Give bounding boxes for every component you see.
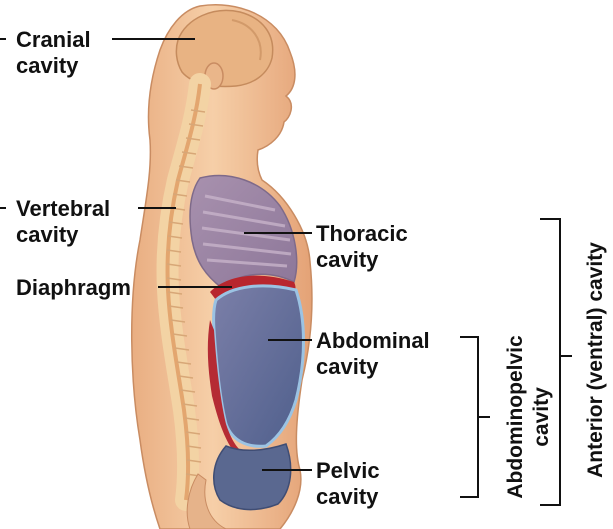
pelvic-label-line2: cavity bbox=[316, 484, 379, 509]
anterior-cavity-label: Anterior (ventral) cavity bbox=[584, 242, 607, 478]
abdominopelvic-label-line2: cavity bbox=[530, 387, 553, 447]
thoracic-label-line2: cavity bbox=[316, 247, 379, 272]
thoracic-cavity-shape bbox=[190, 176, 297, 288]
pelvic-cavity-shape bbox=[214, 444, 291, 510]
vertebral-label-line1: Vertebral bbox=[16, 196, 110, 221]
anterior-bracket bbox=[540, 219, 572, 505]
thoracic-label-line1: Thoracic bbox=[316, 221, 408, 246]
diaphragm-label: Diaphragm bbox=[16, 275, 131, 300]
abdominopelvic-label-line1: Abdominopelvic bbox=[504, 335, 527, 499]
pelvic-label-line1: Pelvic bbox=[316, 458, 380, 483]
cranial-label-line2: cavity bbox=[16, 53, 79, 78]
vertebral-label-line2: cavity bbox=[16, 222, 79, 247]
abdominal-label-line1: Abdominal bbox=[316, 328, 430, 353]
cranial-cavity-shape bbox=[176, 10, 272, 86]
abdominal-label-line2: cavity bbox=[316, 354, 379, 379]
abdominopelvic-bracket bbox=[460, 337, 490, 497]
cranial-label-line1: Cranial bbox=[16, 27, 91, 52]
